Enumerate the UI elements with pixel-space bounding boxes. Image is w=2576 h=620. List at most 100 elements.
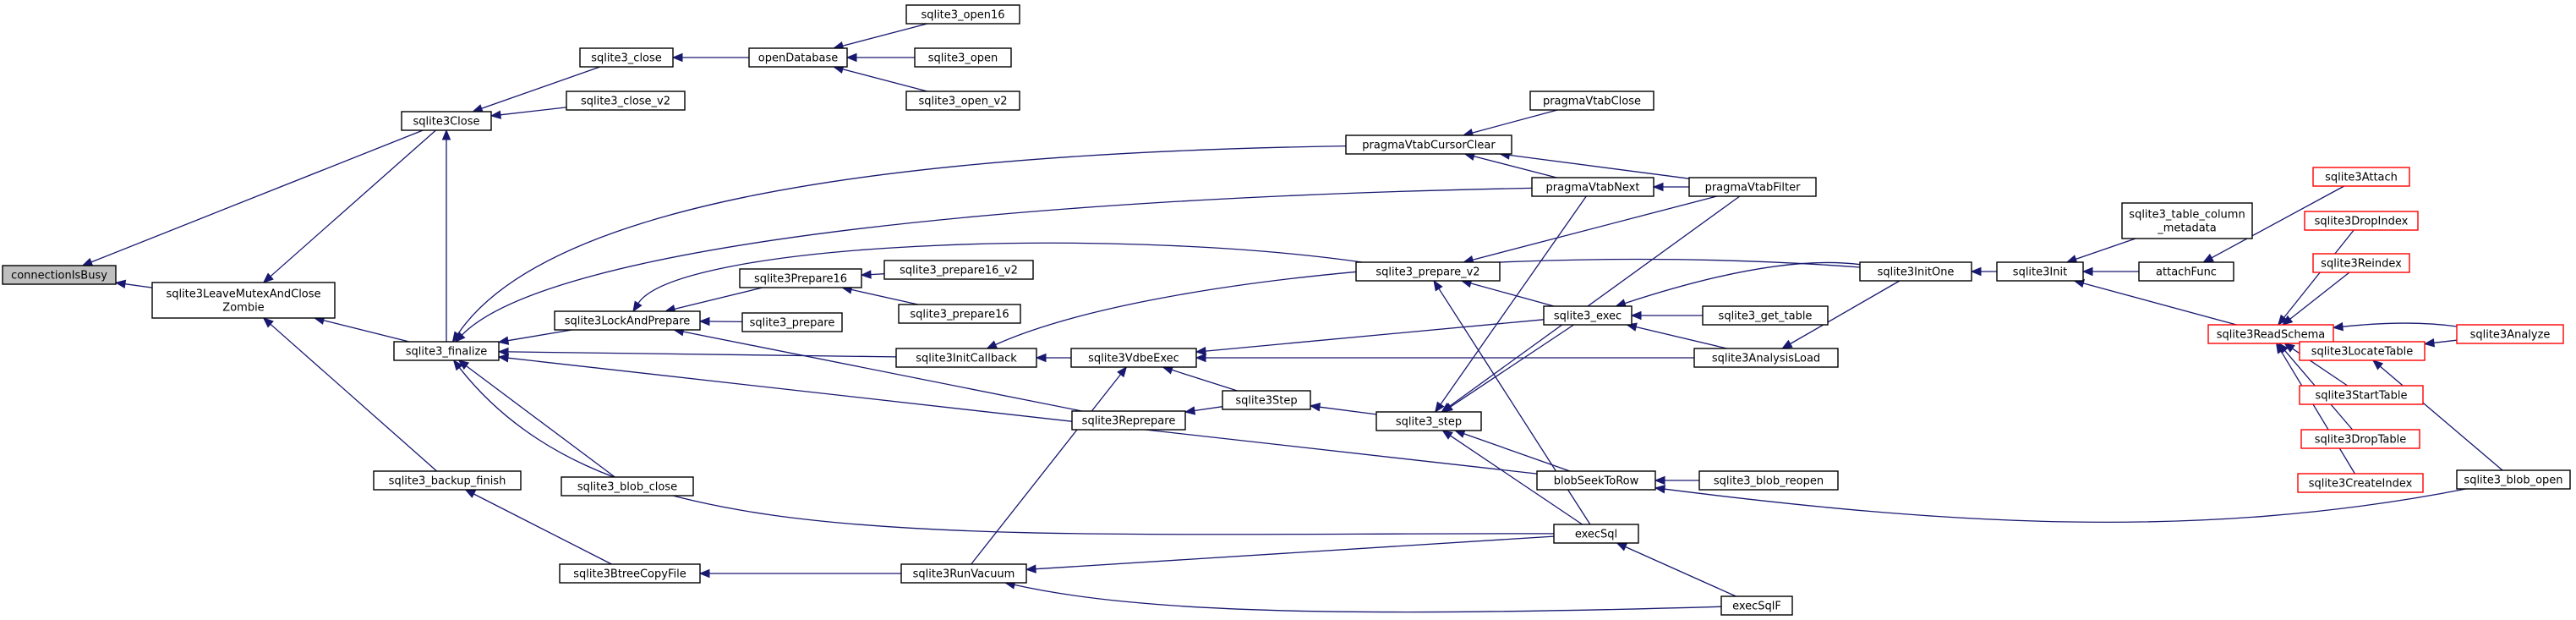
node-sqlite3-close-v2[interactable]: sqlite3_close_v2 (566, 91, 686, 111)
node-box (748, 47, 848, 68)
edge-line (637, 242, 1363, 305)
edge-line (1474, 156, 1557, 178)
edge-execsqlf-to-sqlite3runvacuum (1004, 580, 1722, 613)
edge-sqlite3btreecopyfile-to-sqlite3-backup-finish (464, 489, 612, 565)
node-sqlite3dropindex[interactable]: sqlite3DropIndex (2304, 211, 2419, 231)
node-label: execSql (1575, 529, 1617, 541)
node-sqlite3droptable[interactable]: sqlite3DropTable (2300, 429, 2420, 449)
node-opendatabase[interactable]: openDatabase (748, 47, 848, 68)
edge-line (1205, 319, 1545, 352)
node-pragmavtabfilter[interactable]: pragmaVtabFilter (1688, 177, 1817, 197)
node-sqlite3-exec[interactable]: sqlite3_exec (1543, 305, 1633, 326)
node-box (1693, 348, 1839, 368)
edge-line (1635, 326, 1727, 349)
node-label: sqlite3VdbeExec (1088, 353, 1179, 365)
edge-execsql-to-sqlite3runvacuum (1025, 535, 1555, 573)
node-sqlite3prepare16[interactable]: sqlite3Prepare16 (739, 268, 862, 288)
node-sqlite3reprepare[interactable]: sqlite3Reprepare (1071, 410, 1186, 431)
node-sqlite3starttable[interactable]: sqlite3StartTable (2299, 385, 2424, 405)
node-sqlite3reindex[interactable]: sqlite3Reindex (2312, 253, 2410, 273)
edge-line (1463, 433, 1571, 472)
node-execsqlf[interactable]: execSqlF (1720, 595, 1793, 616)
edge-arrowhead (81, 257, 94, 266)
node-box (2207, 324, 2334, 344)
node-execsql[interactable]: execSql (1553, 524, 1639, 544)
node-sqlite3readschema[interactable]: sqlite3ReadSchema (2207, 324, 2334, 344)
node-sqlite3-get-table[interactable]: sqlite3_get_table (1702, 305, 1829, 326)
node-label: pragmaVtabNext (1546, 182, 1640, 195)
node-sqlite3-prepare16-v2[interactable]: sqlite3_prepare16_v2 (883, 260, 1034, 280)
edge-execsqlf-to-execsql (1616, 542, 1736, 597)
node-blobseektorow[interactable]: blobSeekToRow (1536, 470, 1656, 491)
node-box (741, 312, 843, 332)
node-sqlite3-blob-reopen[interactable]: sqlite3_blob_reopen (1698, 470, 1839, 491)
node-pragmavtabnext[interactable]: pragmaVtabNext (1531, 177, 1654, 197)
node-sqlite3close[interactable]: sqlite3Close (401, 111, 492, 131)
node-sqlite3attach[interactable]: sqlite3Attach (2312, 167, 2410, 187)
node-attachfunc[interactable]: attachFunc (2138, 261, 2234, 282)
node-sqlite3-table-column-metadata[interactable]: sqlite3_table_column_metadata (2121, 202, 2253, 239)
call-graph-edges (81, 23, 2503, 613)
node-sqlite3analyze[interactable]: sqlite3Analyze (2456, 324, 2564, 344)
node-sqlite3createindex[interactable]: sqlite3CreateIndex (2297, 473, 2424, 493)
node-sqlite3-close[interactable]: sqlite3_close (579, 47, 674, 68)
node-sqlite3-open16[interactable]: sqlite3_open16 (905, 4, 1020, 25)
node-label: sqlite3LeaveMutexAndClose (166, 288, 320, 301)
node-box (393, 341, 500, 361)
edge-arrowhead (114, 279, 127, 288)
node-box (2456, 324, 2564, 344)
node-box (373, 470, 522, 491)
edge-arrowhead (497, 347, 509, 357)
node-sqlite3-blob-close[interactable]: sqlite3_blob_close (561, 476, 694, 497)
edge-sqlite3analysisload-to-sqlite3vdbeexec (1195, 353, 1694, 363)
edge-line (90, 129, 424, 263)
node-label: sqlite3LocateTable (2311, 346, 2413, 359)
node-sqlite3analysisload[interactable]: sqlite3AnalysisLoad (1693, 348, 1839, 368)
node-sqlite3btreecopyfile[interactable]: sqlite3BtreeCopyFile (559, 563, 701, 584)
edge-arrowhead (1434, 401, 1445, 414)
node-sqlite3-step[interactable]: sqlite3_step (1376, 411, 1482, 431)
edge-line (270, 323, 438, 472)
node-sqlite3runvacuum[interactable]: sqlite3RunVacuum (900, 563, 1027, 584)
edge-sqlite3-prepare16-v2-to-sqlite3prepare16 (860, 270, 885, 279)
node-box (561, 476, 694, 497)
edge-arrowhead (452, 359, 463, 371)
edge-arrowhead (1630, 310, 1642, 321)
node-sqlite3-open[interactable]: sqlite3_open (914, 47, 1012, 68)
node-sqlite3init[interactable]: sqlite3Init (1996, 261, 2084, 282)
node-pragmavtabcursorclear[interactable]: pragmaVtabCursorClear (1345, 134, 1512, 155)
edge-arrowhead (2277, 314, 2289, 326)
node-box (2, 265, 117, 285)
node-label: sqlite3Step (1235, 395, 1297, 408)
node-label: openDatabase (758, 52, 838, 65)
edge-line (466, 365, 615, 478)
edge-arrowhead (698, 568, 710, 579)
node-sqlite3step[interactable]: sqlite3Step (1222, 390, 1311, 410)
node-sqlite3-finalize[interactable]: sqlite3_finalize (393, 341, 500, 361)
edge-sqlite3initone-to-sqlite3analysisload (1780, 280, 1901, 349)
edge-pragmavtabfilter-to-pragmavtabnext (1652, 182, 1689, 192)
edge-line (2289, 272, 2350, 320)
edge-arrowhead (262, 272, 274, 283)
node-sqlite3vdbeexec[interactable]: sqlite3VdbeExec (1070, 348, 1197, 368)
node-pragmavtabclose[interactable]: pragmaVtabClose (1529, 91, 1654, 111)
node-sqlite3-backup-finish[interactable]: sqlite3_backup_finish (373, 470, 522, 491)
node-box (1688, 177, 1817, 197)
edge-sqlite3prepare16-to-sqlite3lockandprepare (664, 287, 763, 314)
node-sqlite3locatetable[interactable]: sqlite3LocateTable (2299, 341, 2426, 361)
edge-line (1171, 369, 1238, 392)
edge-line (1035, 535, 1555, 570)
edge-blobseektorow-to-sqlite3-finalize (497, 354, 1538, 475)
edge-sqlite3-backup-finish-to-sqlite3leavemutexandclosezombie (262, 317, 438, 472)
node-sqlite3initcallback[interactable]: sqlite3InitCallback (895, 348, 1037, 368)
node-sqlite3-blob-open[interactable]: sqlite3_blob_open (2456, 469, 2571, 490)
node-sqlite3-prepare16[interactable]: sqlite3_prepare16 (898, 304, 1021, 324)
node-sqlite3-open-v2[interactable]: sqlite3_open_v2 (905, 91, 1020, 111)
edge-line (850, 288, 918, 305)
edge-line (507, 351, 897, 358)
node-sqlite3lockandprepare[interactable]: sqlite3LockAndPrepare (554, 310, 701, 331)
node-sqlite3-prepare-v2[interactable]: sqlite3_prepare_v2 (1355, 261, 1501, 282)
node-sqlite3-prepare[interactable]: sqlite3_prepare (741, 312, 843, 332)
node-sqlite3initone[interactable]: sqlite3InitOne (1859, 261, 1972, 282)
